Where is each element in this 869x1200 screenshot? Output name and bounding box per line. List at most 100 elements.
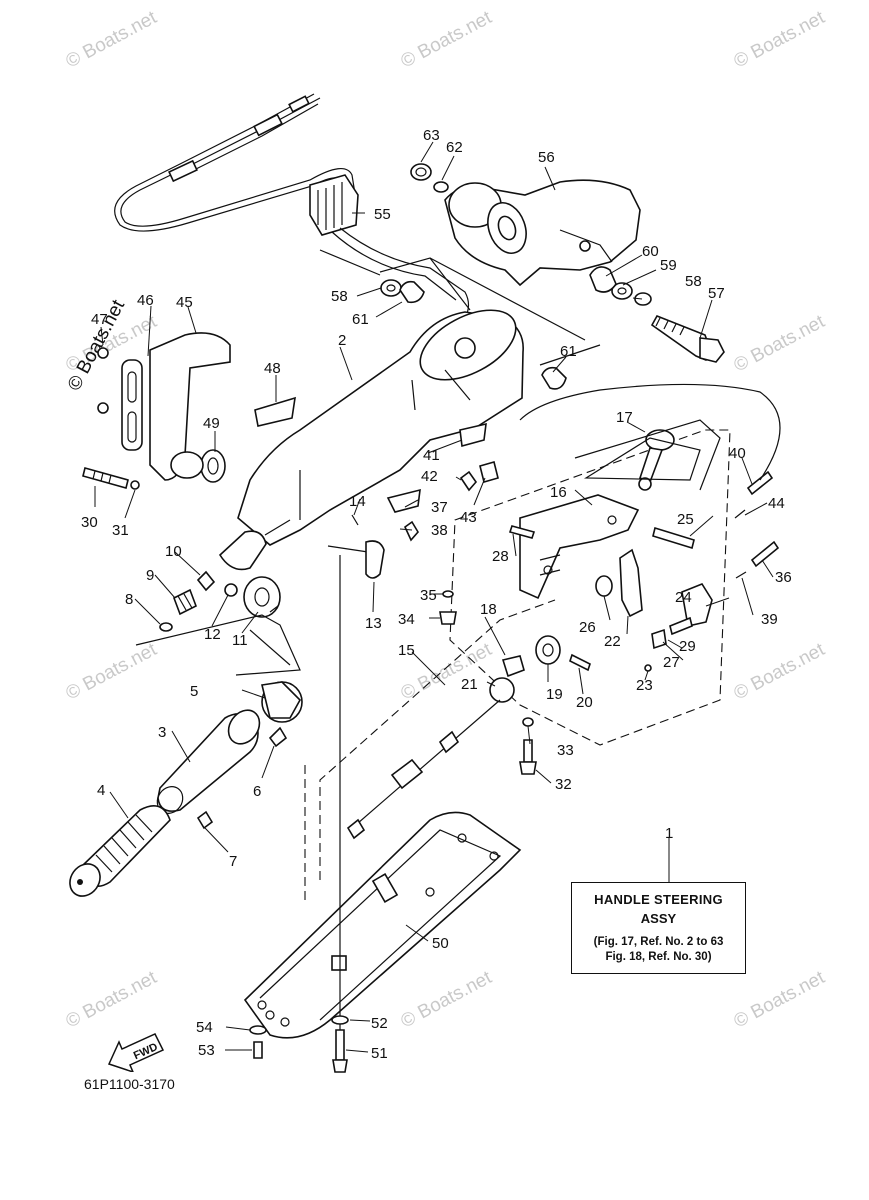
part-34-bolt (439, 611, 457, 625)
watermark-text: © Boats.net (62, 7, 160, 73)
callout-3: 3 (158, 724, 166, 741)
callout-52: 52 (371, 1015, 388, 1032)
callout-22: 22 (604, 633, 621, 650)
callout-42: 42 (421, 468, 438, 485)
callout-15: 15 (398, 642, 415, 659)
part-57-bolt (650, 314, 725, 363)
parts-line-art (69, 93, 781, 1073)
part-12-lever (327, 540, 385, 579)
part-10-spring (196, 570, 216, 592)
part-53-bolt (253, 1041, 263, 1059)
note-ref-line2: Fig. 18, Ref. No. 30) (605, 951, 712, 963)
part-7-screw (196, 810, 214, 830)
part-22-lever (619, 548, 643, 618)
callout-26: 26 (579, 619, 596, 636)
callout-43: 43 (460, 509, 477, 526)
part-35-washer (442, 590, 454, 598)
part-2-steering-handle (237, 309, 524, 546)
callout-14: 14 (349, 493, 366, 510)
note-title-line1: HANDLE STEERING (594, 892, 723, 907)
callout-5: 5 (190, 683, 198, 700)
part-38-screw (403, 520, 419, 542)
callout-8: 8 (125, 591, 133, 608)
callout-11: 11 (232, 632, 248, 649)
part-59-washer (611, 282, 633, 300)
shift-cable (519, 383, 781, 481)
part-61-bushing-right (541, 366, 567, 390)
callout-10: 10 (165, 543, 182, 560)
callout-7: 7 (229, 853, 237, 870)
callout-34: 34 (398, 611, 415, 628)
part-47-screw (97, 347, 109, 359)
part-19-gear (535, 635, 561, 665)
part-42-bolt (459, 470, 478, 492)
callout-45: 45 (176, 294, 193, 311)
part-9-spring (172, 588, 198, 616)
callout-4: 4 (97, 782, 105, 799)
part-54-washer (249, 1025, 267, 1035)
callout-38: 38 (431, 522, 448, 539)
callout-2: 2 (338, 332, 346, 349)
callout-25: 25 (677, 511, 694, 528)
part-56-bracket (444, 179, 641, 287)
part-51-bolt (335, 1029, 345, 1061)
watermark-text: © Boats.net (730, 639, 828, 705)
callout-19: 19 (546, 686, 563, 703)
callout-32: 32 (555, 776, 572, 793)
callout-36: 36 (775, 569, 792, 586)
watermark-text: © Boats.net (730, 967, 828, 1033)
part-60-bushing (589, 266, 617, 293)
part-8-washer (159, 622, 173, 632)
part-16-plate (519, 494, 640, 600)
callout-27: 27 (663, 654, 680, 671)
callout-12: 12 (204, 626, 221, 643)
callout-17: 17 (616, 409, 633, 426)
callout-61: 61 (352, 311, 369, 328)
part-55-grommet (309, 174, 470, 319)
leader-lines (94, 141, 774, 1053)
part-62-washer (433, 181, 449, 193)
part-25-pin (652, 526, 695, 550)
part-31-washer (130, 480, 140, 490)
callout-37: 37 (431, 499, 448, 516)
part-30-bolt (82, 467, 129, 489)
callout-59: 59 (660, 257, 677, 274)
callout-20: 20 (576, 694, 593, 711)
part-13-nut (224, 583, 238, 597)
callout-53: 53 (198, 1042, 215, 1059)
callout-54: 54 (196, 1019, 213, 1036)
part-23-ball (644, 664, 652, 672)
part-50-cover (243, 811, 522, 1039)
watermark-text: © Boats.net (62, 967, 160, 1033)
callout-30: 30 (81, 514, 98, 531)
part-58-washer-left (380, 279, 402, 297)
part-61-bushing-left (399, 280, 425, 304)
part-63-nut (410, 163, 432, 181)
part-29-spring (669, 616, 693, 636)
throttle-shaft (218, 530, 267, 571)
part-27-pin (651, 628, 667, 650)
callout-31: 31 (112, 522, 129, 539)
figure-code: 61P1100-3170 (84, 1076, 175, 1092)
callout-51: 51 (371, 1045, 388, 1062)
callout-49: 49 (203, 415, 220, 432)
callout-46: 46 (137, 292, 154, 309)
callout-40: 40 (729, 445, 746, 462)
watermark-text: © Boats.net (730, 311, 828, 377)
part-32-bolt (523, 739, 533, 763)
callout-28: 28 (492, 548, 509, 565)
callout-55: 55 (374, 206, 391, 223)
callout-35: 35 (420, 587, 437, 604)
callout-29: 29 (679, 638, 696, 655)
callout-48: 48 (264, 360, 281, 377)
part-48-label (254, 396, 296, 427)
part-3-grip (156, 709, 261, 814)
callout-1: 1 (665, 825, 673, 842)
part-33-washer (522, 717, 534, 727)
part-45-bracket (149, 332, 231, 481)
callout-21: 21 (461, 676, 478, 693)
callout-44: 44 (768, 495, 785, 512)
note-title-line2: ASSY (640, 911, 677, 926)
